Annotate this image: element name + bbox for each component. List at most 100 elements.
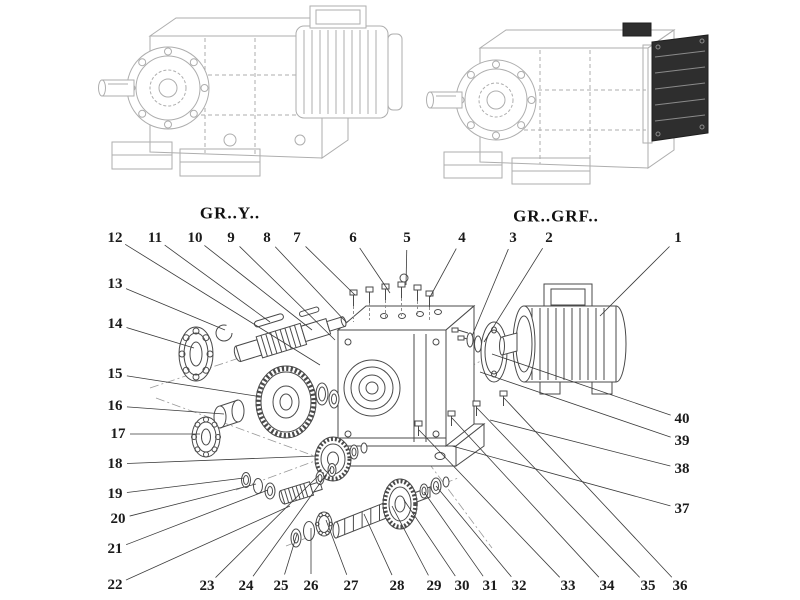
leader-line-12	[124, 243, 321, 366]
base-bolts	[414, 390, 508, 436]
housing-cover-bolts	[349, 273, 434, 322]
input-shaft-assembly	[233, 306, 347, 363]
leader-line-15	[126, 375, 257, 397]
variant-label-gr-grf: GR..GRF..	[513, 207, 599, 226]
gear-housing	[328, 304, 486, 467]
leader-line-3	[471, 248, 509, 337]
callout-number-6: 6	[349, 230, 357, 246]
callout-number-35: 35	[641, 578, 656, 594]
leader-line-22	[125, 505, 291, 581]
leader-line-37	[451, 445, 671, 507]
callout-number-12: 12	[108, 230, 123, 246]
callout-number-36: 36	[673, 578, 689, 594]
leader-line-11	[164, 244, 271, 323]
callout-number-10: 10	[188, 230, 203, 246]
leader-line-4	[429, 248, 457, 298]
leader-line-36	[503, 397, 673, 578]
leader-line-32	[435, 485, 512, 578]
callout-number-25: 25	[274, 578, 289, 594]
leader-line-13	[125, 288, 226, 331]
callout-number-27: 27	[344, 578, 360, 594]
leader-line-16	[126, 406, 225, 415]
shaft-key	[253, 313, 284, 328]
leader-line-21	[126, 489, 269, 546]
exploded-view	[149, 273, 627, 549]
large-helical-gear	[255, 365, 317, 439]
leader-line-19	[126, 477, 245, 493]
callout-number-17: 17	[111, 426, 127, 442]
electric-motor	[499, 283, 627, 395]
callout-number-39: 39	[675, 433, 690, 449]
pinion-rings	[315, 463, 337, 485]
callout-number-32: 32	[512, 578, 527, 594]
callout-number-22: 22	[108, 577, 123, 593]
callout-number-18: 18	[108, 456, 123, 472]
leader-line-8	[274, 246, 347, 323]
leader-line-10	[204, 245, 313, 331]
callout-number-28: 28	[390, 578, 405, 594]
callout-number-5: 5	[403, 230, 411, 246]
callout-number-11: 11	[148, 230, 162, 246]
leader-line-7	[305, 246, 356, 296]
callout-number-3: 3	[509, 230, 517, 246]
leader-line-39	[479, 371, 671, 438]
shaft-key	[298, 306, 320, 317]
leader-line-27	[325, 519, 348, 575]
output-bearing	[314, 511, 334, 537]
output-shaft-assembly	[290, 476, 450, 548]
callout-number-23: 23	[200, 578, 215, 594]
leader-line-29	[391, 505, 429, 576]
callout-number-4: 4	[458, 230, 466, 246]
callout-number-31: 31	[483, 578, 498, 594]
callout-number-14: 14	[108, 316, 124, 332]
input-bearing	[178, 326, 214, 382]
second-stage-gear	[314, 436, 368, 482]
leader-line-20	[129, 483, 257, 517]
leader-line-34	[451, 417, 600, 578]
callout-number-37: 37	[675, 501, 691, 517]
gear-washers	[315, 382, 340, 409]
callout-number-29: 29	[427, 578, 442, 594]
callout-number-38: 38	[675, 461, 690, 477]
callout-number-26: 26	[304, 578, 320, 594]
callout-number-19: 19	[108, 486, 123, 502]
leader-line-6	[359, 247, 391, 294]
variant-label-gr-y: GR..Y..	[200, 204, 260, 223]
leader-line-35	[476, 407, 640, 578]
circlip	[215, 324, 233, 342]
spacer-sleeve	[213, 399, 245, 429]
leader-line-31	[423, 491, 484, 577]
leader-line-33	[418, 429, 561, 578]
lifting-eye-bolt	[399, 273, 409, 283]
leader-line-18	[126, 455, 318, 464]
leader-line-23	[215, 475, 319, 578]
callout-number-30: 30	[455, 578, 470, 594]
callout-number-20: 20	[111, 511, 126, 527]
leader-line-9	[239, 246, 336, 341]
callout-number-34: 34	[600, 578, 616, 594]
callout-number-2: 2	[545, 230, 553, 246]
leader-line-14	[126, 327, 195, 349]
callout-number-1: 1	[674, 230, 682, 246]
callout-number-40: 40	[675, 411, 690, 427]
assembly-drawing-gr-y	[98, 5, 403, 177]
leader-line-38	[489, 419, 671, 467]
callout-number-16: 16	[108, 398, 124, 414]
callout-number-15: 15	[108, 366, 123, 382]
leader-line-25	[284, 533, 298, 575]
leader-line-5	[405, 249, 408, 286]
small-washers	[241, 472, 276, 500]
callout-number-8: 8	[263, 230, 271, 246]
leader-line-2	[483, 247, 543, 343]
leader-line-30	[403, 499, 456, 577]
output-gear	[382, 478, 418, 530]
callout-number-9: 9	[227, 230, 235, 246]
leader-line-40	[491, 353, 671, 416]
pinion-shaft	[278, 481, 323, 505]
leader-line-28	[363, 513, 393, 576]
callout-number-13: 13	[108, 276, 123, 292]
leader-line-24	[252, 467, 332, 577]
